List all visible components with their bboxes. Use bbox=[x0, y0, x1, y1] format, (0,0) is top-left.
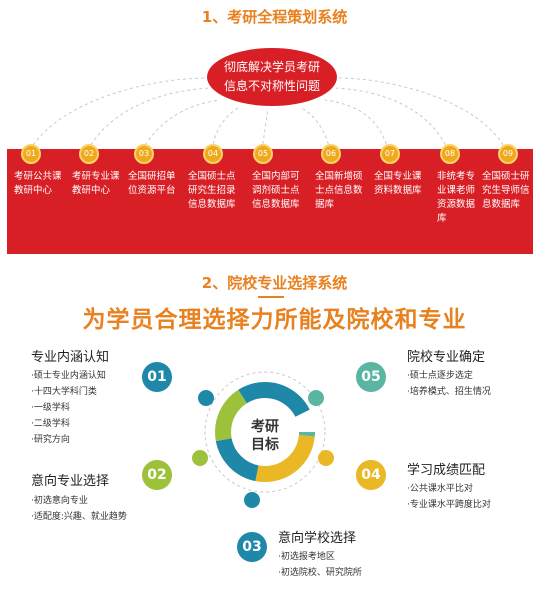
node-01-item: ·硕士专业内涵认知 bbox=[31, 371, 106, 381]
badge-01: 01 bbox=[21, 144, 41, 164]
node-05-title: 院校专业确定 bbox=[407, 350, 486, 365]
node-04-item: ·专业课水平跨度比对 bbox=[407, 500, 491, 510]
badge-09: 09 bbox=[498, 144, 518, 164]
node-05-item: ·培养模式、招生情况 bbox=[407, 387, 491, 397]
center-line-2: 目标 bbox=[251, 437, 279, 453]
node-02-item: ·初选意向专业 bbox=[31, 496, 88, 506]
target-diagram bbox=[192, 371, 334, 508]
item-06-text: 全国新增硕士点信息数据库 bbox=[315, 171, 363, 210]
item-07-text: 全国专业课资料数据库 bbox=[374, 171, 422, 196]
badge-03: 03 bbox=[134, 144, 154, 164]
connector-arcs bbox=[29, 77, 507, 151]
center-label: 考研 目标 bbox=[243, 418, 287, 454]
node-04-list: ·公共课水平比对 ·专业课水平跨度比对 bbox=[407, 481, 491, 513]
node-01-item: ·一级学科 bbox=[31, 403, 70, 413]
node-04-title: 学习成绩匹配 bbox=[407, 463, 486, 478]
badge-07: 07 bbox=[380, 144, 400, 164]
badge-08: 08 bbox=[440, 144, 460, 164]
hub-line-1: 彻底解决学员考研 bbox=[223, 60, 320, 74]
node-01-item: ·十四大学科门类 bbox=[31, 387, 97, 397]
node-02-item: ·适配度:兴趣、就业趋势 bbox=[31, 512, 127, 522]
center-line-1: 考研 bbox=[251, 419, 279, 435]
node-01-title: 专业内涵认知 bbox=[31, 350, 110, 365]
node-02-title: 意向专业选择 bbox=[31, 474, 110, 489]
badge-02: 02 bbox=[79, 144, 99, 164]
item-02-text: 考研专业课教研中心 bbox=[72, 171, 120, 196]
node-03-circle: 03 bbox=[237, 532, 267, 562]
badge-06: 06 bbox=[321, 144, 341, 164]
hub-line-2: 信息不对称性问题 bbox=[223, 79, 320, 93]
node-02-circle: 02 bbox=[142, 460, 172, 490]
badge-04: 04 bbox=[203, 144, 223, 164]
node-05-list: ·硕士点逐步选定 ·培养模式、招生情况 bbox=[407, 368, 491, 400]
node-03-item: ·初选院校、研究院所 bbox=[278, 568, 362, 578]
node-02-list: ·初选意向专业 ·适配度:兴趣、就业趋势 bbox=[31, 493, 127, 525]
node-01-item: ·研究方向 bbox=[31, 435, 70, 445]
node-05-circle: 05 bbox=[356, 362, 386, 392]
title-divider bbox=[258, 296, 284, 298]
item-09-text: 全国硕士研究生导师信息数据库 bbox=[482, 171, 530, 210]
node-03-list: ·初选报考地区 ·初选院校、研究院所 bbox=[278, 549, 362, 581]
item-05-text: 全国内部可调剂硕士点信息数据库 bbox=[252, 171, 300, 210]
section2-title: 2、院校专业选择系统 bbox=[201, 274, 348, 292]
node-05-item: ·硕士点逐步选定 bbox=[407, 371, 473, 381]
item-08-text: 非统考专业课老师资源数据库 bbox=[437, 171, 476, 224]
node-03-item: ·初选报考地区 bbox=[278, 552, 335, 562]
node-01-circle: 01 bbox=[142, 362, 172, 392]
item-03-text: 全国研招单位资源平台 bbox=[128, 171, 176, 196]
item-01-text: 考研公共课教研中心 bbox=[14, 171, 62, 196]
section1-title: 1、考研全程策划系统 bbox=[201, 8, 348, 26]
node-03-title: 意向学校选择 bbox=[278, 531, 357, 546]
node-01-item: ·二级学科 bbox=[31, 419, 70, 429]
hub-bubble: 彻底解决学员考研 信息不对称性问题 bbox=[207, 48, 337, 106]
node-04-circle: 04 bbox=[356, 460, 386, 490]
red-band bbox=[7, 149, 533, 254]
node-04-item: ·公共课水平比对 bbox=[407, 484, 473, 494]
section2-headline: 为学员合理选择力所能及院校和专业 bbox=[82, 307, 467, 333]
badge-05: 05 bbox=[253, 144, 273, 164]
node-01-list: ·硕士专业内涵认知 ·十四大学科门类 ·一级学科 ·二级学科 ·研究方向 bbox=[31, 368, 106, 448]
item-04-text: 全国硕士点研究生招录信息数据库 bbox=[188, 171, 236, 210]
